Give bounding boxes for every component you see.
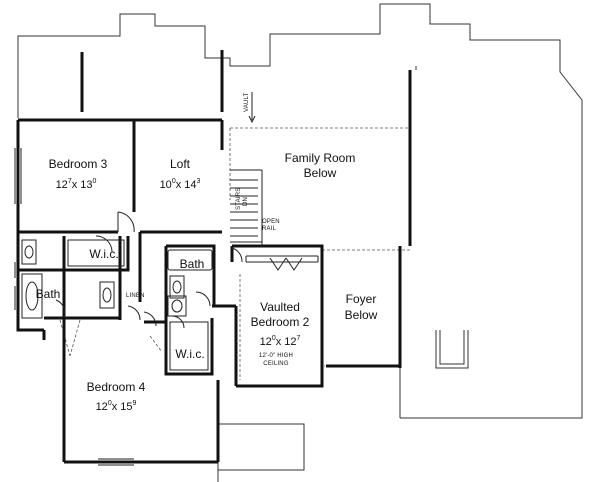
bedroom2-note-2: CEILING — [263, 361, 289, 367]
bedroom3-dims: 127x 130 — [56, 178, 97, 191]
loft-name: Loft — [170, 157, 191, 171]
family-room-name: Family Room — [285, 151, 356, 165]
interior-details — [14, 92, 319, 466]
bath-left-name: Bath — [36, 287, 61, 301]
bedroom2-name-2: Bedroom 2 — [251, 315, 310, 329]
vault-label: VAULT — [244, 92, 250, 112]
foyer-sub: Below — [345, 308, 378, 322]
wic-bottom-name: W.i.c. — [175, 347, 204, 361]
bedroom4-name: Bedroom 4 — [87, 380, 146, 394]
foyer-name: Foyer — [346, 292, 377, 306]
bath-center-name: Bath — [180, 257, 205, 271]
open-rail-label-2: RAIL — [262, 226, 277, 232]
bedroom2-name-1: Vaulted — [260, 300, 300, 314]
walls — [16, 50, 412, 464]
stairs-label: STAIRS — [236, 188, 242, 210]
annotations: VAULT STAIRS DN. OPEN RAIL LINEN — [126, 92, 280, 299]
open-rail-label-1: OPEN — [262, 219, 280, 225]
bedroom3-name: Bedroom 3 — [49, 157, 108, 171]
bedroom4-dims: 120x 159 — [96, 400, 137, 413]
stairs-dn-label: DN. — [243, 195, 249, 206]
bedroom2-dims: 120x 127 — [260, 335, 301, 348]
linen-label: LINEN — [126, 293, 145, 299]
room-labels: Bedroom 3 127x 130 Loft 100x 143 Family … — [36, 151, 378, 413]
wic-top-name: W.i.c. — [89, 247, 118, 261]
family-room-sub: Below — [304, 166, 337, 180]
bedroom2-note-1: 12'-0" HIGH — [259, 353, 293, 359]
loft-dims: 100x 143 — [160, 178, 201, 191]
